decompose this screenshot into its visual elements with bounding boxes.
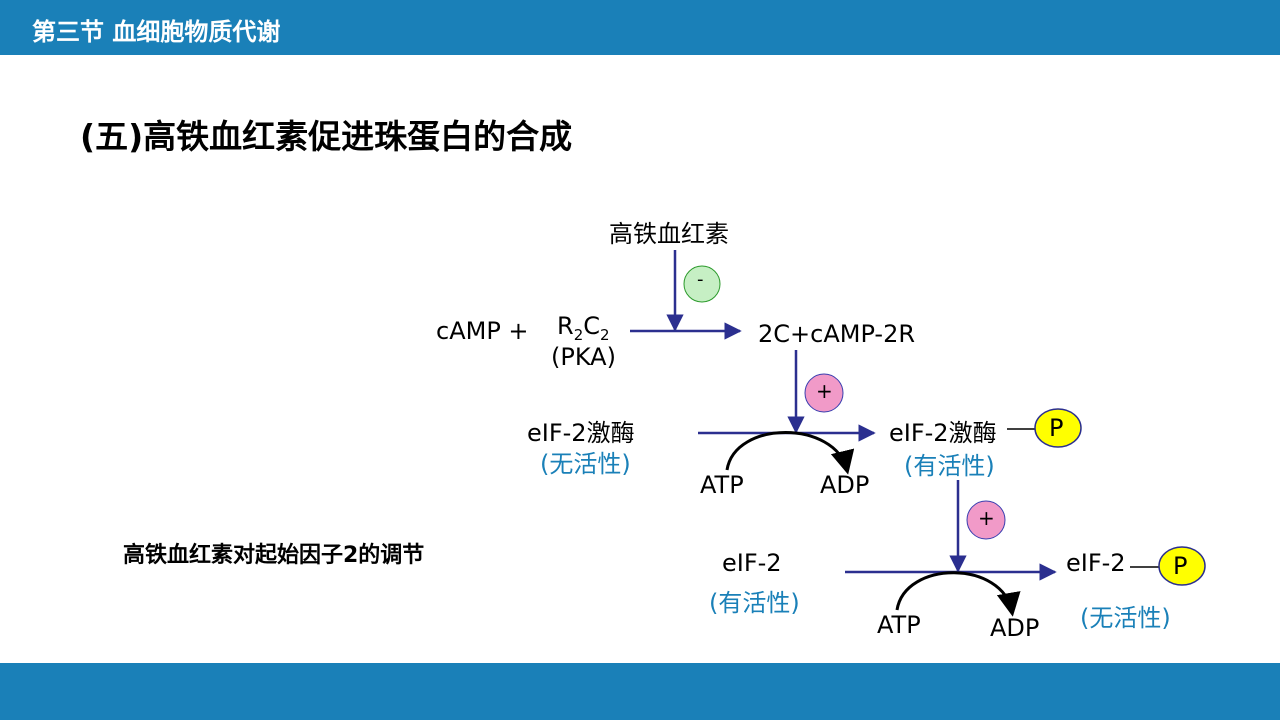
eif2-active-label: eIF-2 [722,549,782,577]
eif2-kinase-active-label: eIF-2激酶 [889,419,997,447]
products-label: 2C+cAMP-2R [758,320,916,348]
activate-sign-1: + [816,379,833,403]
phosphate-label-1: P [1049,414,1064,442]
pka-complex-label: R2C2 [557,312,610,344]
adp-label-2: ADP [990,614,1040,642]
hemin-label: 高铁血红素 [609,220,729,248]
header-bar: 第三节 血细胞物质代谢 [0,0,1280,55]
section-title: 第三节 血细胞物质代谢 [32,18,281,46]
atp-adp-curve-1 [725,431,855,475]
phosphate-label-2: P [1173,552,1188,580]
inhibit-sign: - [697,269,704,290]
diagram-caption: 高铁血红素对起始因子2的调节 [123,543,425,568]
slide-title: (五)高铁血红素促进珠蛋白的合成 [80,117,573,156]
footer-bar [0,663,1280,720]
atp-label-1: ATP [700,471,744,499]
pka-label: (PKA) [551,343,616,371]
inactive-status-2: (无活性) [1080,604,1171,632]
adp-label-1: ADP [820,471,870,499]
phosphate-circle-1 [1034,408,1082,448]
active-status-1: (有活性) [904,452,995,480]
inhibit-circle [683,265,721,303]
c-letter: C [583,312,600,340]
inactive-status-1: (无活性) [540,450,631,478]
phosphate-circle-2 [1158,546,1206,586]
r-subscript: 2 [573,326,584,344]
activate-circle-2 [966,500,1006,540]
eif2-kinase-inactive-label: eIF-2激酶 [527,419,635,447]
eif2-phosphorylated-label: eIF-2 [1066,549,1126,577]
atp-adp-curve-2 [895,571,1021,617]
activate-circle-1 [804,373,844,413]
active-status-2: (有活性) [709,589,800,617]
activate-sign-2: + [978,506,995,530]
r-letter: R [557,312,574,340]
atp-label-2: ATP [877,611,921,639]
c-subscript: 2 [600,326,610,344]
camp-label: cAMP + [436,317,529,345]
